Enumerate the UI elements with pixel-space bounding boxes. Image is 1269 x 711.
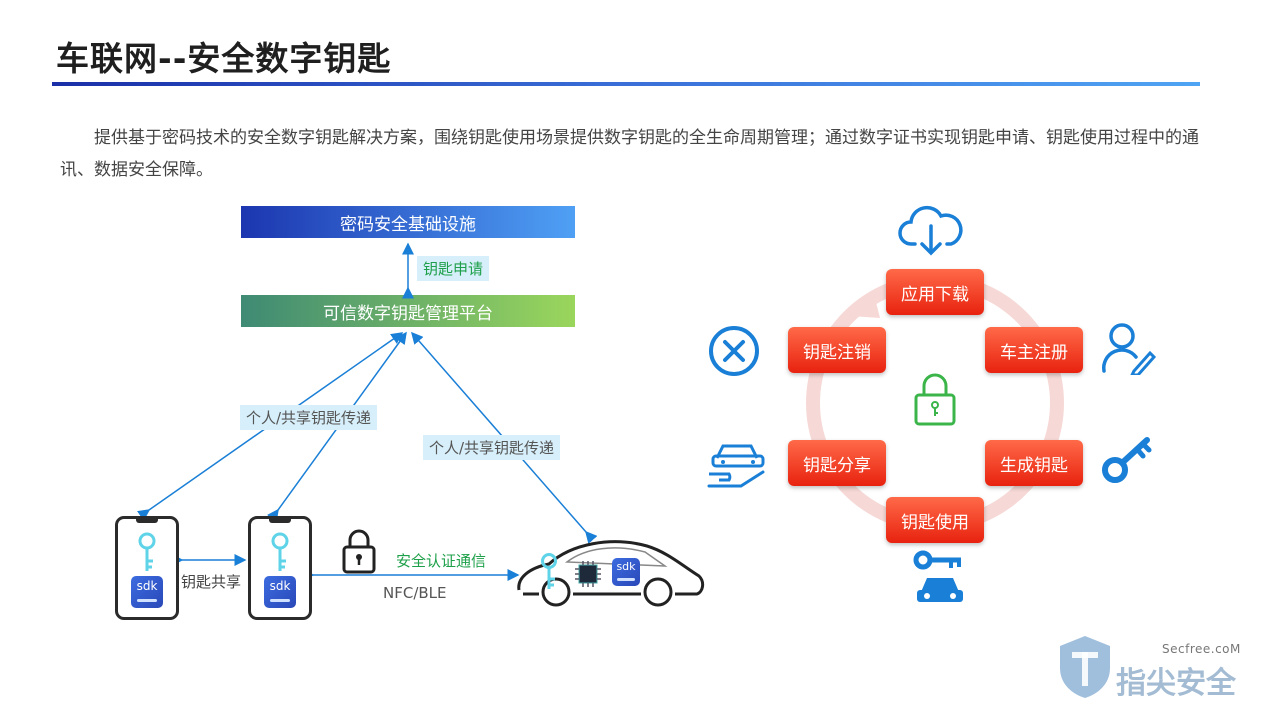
step-key-use: 钥匙使用	[886, 497, 984, 543]
step-key-share: 钥匙分享	[788, 440, 886, 486]
share-transfer-label-right: 个人/共享钥匙传递	[423, 435, 561, 460]
pki-infrastructure-box: 密码安全基础设施	[241, 206, 575, 238]
key-management-platform-box: 可信数字钥匙管理平台	[241, 295, 575, 327]
secure-comm-label: 安全认证通信	[396, 552, 487, 570]
watermark-site: Secfree.coM	[1162, 642, 1241, 656]
car-key-icon	[913, 550, 963, 602]
intro-paragraph: 提供基于密码技术的安全数字钥匙解决方案，围绕钥匙使用场景提供数字钥匙的全生命周期…	[60, 128, 1199, 180]
phone-left: sdk	[115, 516, 179, 620]
arrow-car-platform	[411, 331, 598, 544]
key-icon	[271, 532, 289, 571]
user-edit-icon	[1102, 323, 1156, 375]
cancel-circle-icon	[709, 326, 759, 376]
step-owner-register: 车主注册	[985, 327, 1083, 373]
green-lock-icon	[914, 373, 956, 426]
shield-logo-icon	[1060, 636, 1110, 698]
phone-right: sdk	[248, 516, 312, 620]
title-underline	[52, 82, 1200, 86]
sdk-icon: sdk	[612, 558, 640, 586]
key-icon	[541, 553, 557, 589]
nfc-ble-label: NFC/BLE	[383, 584, 447, 602]
key-share-label: 钥匙共享	[181, 573, 242, 591]
sdk-icon: sdk	[131, 576, 163, 608]
key-icon	[138, 532, 156, 571]
key-icon-blue	[1102, 437, 1152, 483]
share-transfer-label-left: 个人/共享钥匙传递	[240, 405, 378, 430]
cloud-download-icon	[898, 205, 963, 256]
sdk-icon: sdk	[264, 576, 296, 608]
chip-icon	[575, 561, 601, 587]
car-in-hand-icon	[707, 444, 765, 488]
step-key-cancel: 钥匙注销	[788, 327, 886, 373]
padlock-icon	[342, 529, 376, 574]
key-apply-label: 钥匙申请	[417, 256, 490, 281]
watermark-brand: 指尖安全	[1116, 666, 1236, 701]
step-app-download: 应用下载	[886, 269, 984, 315]
step-generate-key: 生成钥匙	[985, 440, 1083, 486]
page-title: 车联网--安全数字钥匙	[56, 39, 392, 78]
